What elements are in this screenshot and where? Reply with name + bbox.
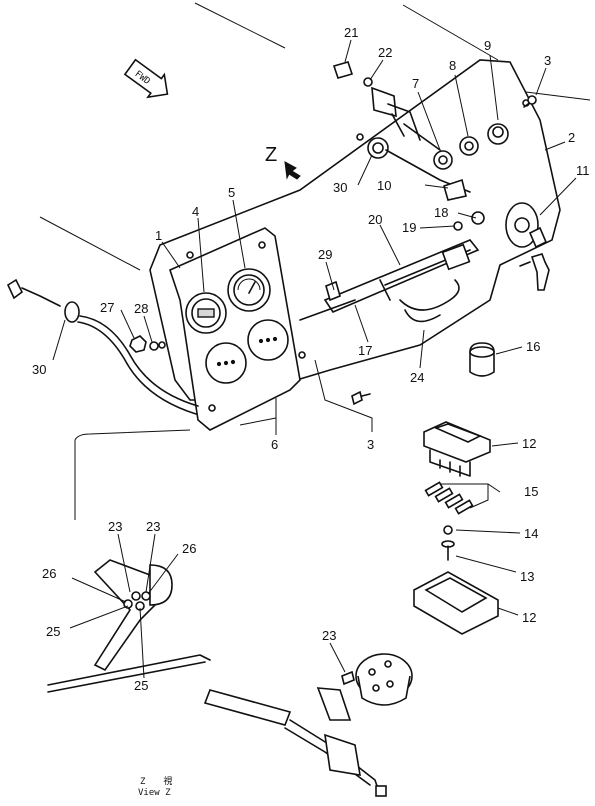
callout-22: 22 [378, 45, 392, 60]
callout-2: 2 [568, 130, 575, 145]
callout-23: 23 [108, 519, 122, 534]
cable-bracket [299, 239, 480, 323]
view-z-letter: Z [265, 144, 277, 166]
indicator-lamp-icon [205, 342, 247, 384]
callout-21: 21 [344, 25, 358, 40]
callout-23c: 23 [322, 628, 336, 643]
view-caption-line1: Z 視 [140, 775, 172, 787]
callout-25: 25 [46, 624, 60, 639]
view-caption-line2: View Z [138, 788, 171, 798]
callout-8: 8 [449, 58, 456, 73]
fuse-box [423, 421, 491, 477]
callout-17: 17 [358, 343, 372, 358]
fuse-box-cover [413, 571, 499, 635]
callout-15: 15 [524, 484, 538, 499]
view-z-arrow-icon [284, 161, 301, 180]
screw-icon [523, 95, 537, 108]
callout-3-lower: 3 [367, 437, 374, 452]
gauge-panel [169, 227, 306, 431]
callout-6: 6 [271, 437, 278, 452]
view-z-bracket [47, 559, 387, 797]
view-z-marker: Z [265, 144, 301, 180]
callout-14: 14 [524, 526, 538, 541]
view-z-caption: Z 視 View Z [138, 775, 172, 798]
callout-25b: 25 [134, 678, 148, 693]
callout-12-lower: 12 [522, 610, 536, 625]
callout-23b: 23 [146, 519, 160, 534]
hour-meter-icon [185, 292, 227, 334]
callout-11: 11 [576, 163, 590, 178]
washer-icon [443, 525, 453, 535]
fwd-arrow-icon: FWD [123, 58, 169, 99]
leader-lines [52, 39, 577, 679]
callout-18: 18 [434, 205, 448, 220]
callout-30: 30 [333, 180, 347, 195]
callout-16: 16 [526, 339, 540, 354]
wire-connector [332, 61, 441, 151]
callout-26: 26 [182, 541, 196, 556]
indicator-lamp-icon [247, 319, 289, 361]
callout-20: 20 [368, 212, 382, 227]
gauge-back-icon [341, 653, 413, 706]
callout-10: 10 [377, 178, 391, 193]
callout-28: 28 [134, 301, 148, 316]
callout-26b: 26 [42, 566, 56, 581]
callout-29: 29 [318, 247, 332, 262]
callout-30-left: 30 [32, 362, 46, 377]
key-icon [519, 226, 550, 291]
callout-9: 9 [484, 38, 491, 53]
gauge-icon [227, 268, 271, 312]
harness-cable [6, 278, 199, 415]
screw-icon [351, 390, 371, 406]
callout-13: 13 [520, 569, 534, 584]
screw-icon [441, 540, 455, 561]
callout-7: 7 [412, 76, 419, 91]
nut-icon [129, 335, 159, 353]
rubber-cap-icon [469, 342, 495, 377]
fuse-icon [424, 481, 474, 515]
callout-12: 12 [522, 436, 536, 451]
callout-3: 3 [544, 53, 551, 68]
callout-5: 5 [228, 185, 235, 200]
callout-labels: 21 22 9 3 8 7 2 30 10 11 5 4 18 19 20 1 … [32, 25, 590, 693]
callout-19: 19 [402, 220, 416, 235]
callout-24: 24 [410, 370, 424, 385]
callout-1: 1 [155, 228, 162, 243]
callout-4: 4 [192, 204, 199, 219]
callout-27: 27 [100, 300, 114, 315]
